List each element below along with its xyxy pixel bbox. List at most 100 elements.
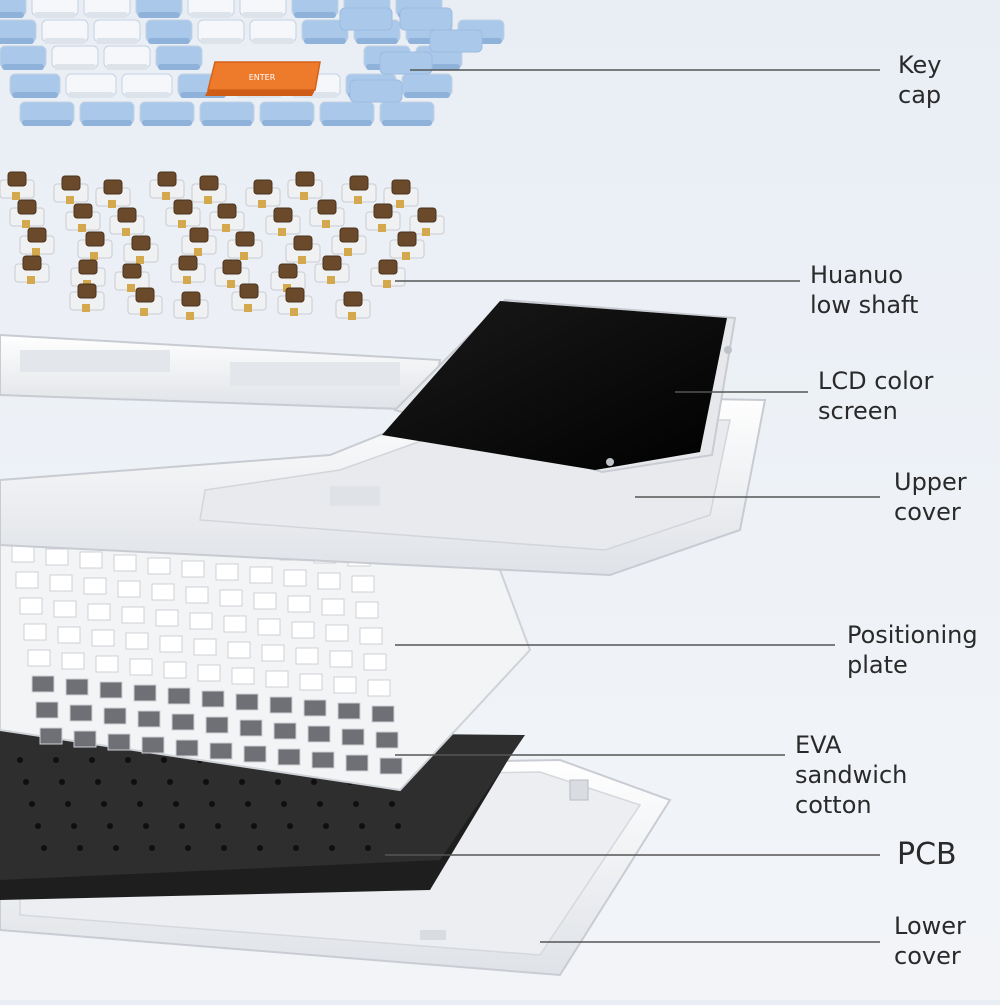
eva-hole — [293, 845, 299, 851]
switch — [95, 179, 131, 208]
plate-hole — [45, 548, 69, 566]
switch — [409, 207, 445, 236]
eva-hole — [311, 779, 317, 785]
plate-hole — [265, 670, 289, 688]
eva-hole — [71, 823, 77, 829]
plate-hole — [39, 727, 63, 745]
eva-hole — [395, 823, 401, 829]
switch — [123, 235, 159, 264]
keycap — [379, 51, 433, 75]
plate-hole — [171, 713, 195, 731]
label-line: Huanuo — [810, 261, 904, 289]
eva-hole — [107, 823, 113, 829]
plate-hole — [277, 748, 301, 766]
plate-hole — [181, 560, 205, 578]
eva-hole — [179, 823, 185, 829]
eva-hole — [329, 845, 335, 851]
plate-hole — [209, 742, 233, 760]
label-line: sandwich — [795, 761, 908, 789]
label-key-cap: Key cap — [898, 50, 942, 110]
plate-hole — [355, 601, 379, 619]
plate-hole — [321, 598, 345, 616]
plate-hole — [205, 716, 229, 734]
eva-hole — [245, 801, 251, 807]
switch — [165, 199, 201, 228]
switch — [265, 207, 301, 236]
label-pcb: PCB — [897, 838, 957, 872]
eva-hole — [89, 757, 95, 763]
switch — [173, 291, 209, 320]
eva-hole — [101, 801, 107, 807]
plate-hole — [57, 626, 81, 644]
switch — [389, 231, 425, 260]
label-line: plate — [847, 651, 908, 679]
switch — [14, 255, 50, 284]
switch — [365, 203, 401, 232]
plate-hole — [167, 687, 191, 705]
plate-hole — [231, 667, 255, 685]
eva-hole — [125, 757, 131, 763]
enter-key-text: ENTER — [249, 73, 276, 82]
eva-hole — [251, 823, 257, 829]
eva-hole — [287, 823, 293, 829]
keycap — [259, 101, 315, 126]
label-lcd-color-screen: LCD color screen — [818, 366, 933, 426]
plate-hole — [117, 580, 141, 598]
keycap — [429, 29, 483, 53]
keycap — [145, 19, 193, 44]
keycap — [401, 73, 453, 98]
switch — [65, 203, 101, 232]
switch — [0, 171, 35, 200]
eva-hole — [59, 779, 65, 785]
plate-hole — [23, 623, 47, 641]
plate-hole — [363, 653, 387, 671]
switch — [127, 287, 163, 316]
switch — [77, 231, 113, 260]
plate-hole — [223, 615, 247, 633]
plate-hole — [125, 632, 149, 650]
plate-hole — [185, 586, 209, 604]
label-line: Lower — [894, 912, 966, 940]
switch — [19, 227, 55, 256]
plate-hole — [235, 693, 259, 711]
eva-hole — [143, 823, 149, 829]
eva-hole — [29, 801, 35, 807]
plate-hole — [379, 757, 403, 775]
plate-hole — [257, 618, 281, 636]
plate-hole — [137, 710, 161, 728]
switch — [231, 283, 267, 312]
switch — [9, 199, 45, 228]
eva-hole — [149, 845, 155, 851]
eva-hole — [173, 801, 179, 807]
switch — [227, 231, 263, 260]
eva-hole — [257, 845, 263, 851]
eva-hole — [239, 779, 245, 785]
label-upper-cover: Upper cover — [894, 467, 967, 527]
plate-hole — [155, 609, 179, 627]
plate-hole — [65, 678, 89, 696]
switch — [270, 263, 306, 292]
label-line: Positioning — [847, 621, 978, 649]
label-line: cap — [898, 81, 942, 109]
keycap — [399, 7, 453, 31]
plate-hole — [121, 606, 145, 624]
keycap — [0, 19, 37, 44]
plate-hole — [295, 647, 319, 665]
switch — [277, 287, 313, 316]
keycap — [301, 19, 349, 44]
switch — [383, 179, 419, 208]
keycaps-part — [0, 0, 505, 126]
keycap — [187, 0, 235, 18]
keycap — [93, 19, 141, 44]
switch — [287, 171, 323, 200]
plate-hole — [19, 597, 43, 615]
plate-hole — [253, 592, 277, 610]
switch — [114, 263, 150, 292]
switch — [109, 207, 145, 236]
keycap — [103, 45, 151, 70]
plate-hole — [269, 696, 293, 714]
label-lower-cover: Lower cover — [894, 911, 966, 971]
keycap — [9, 73, 61, 98]
eva-hole — [365, 845, 371, 851]
label-positioning-plate: Positioning plate — [847, 620, 978, 680]
